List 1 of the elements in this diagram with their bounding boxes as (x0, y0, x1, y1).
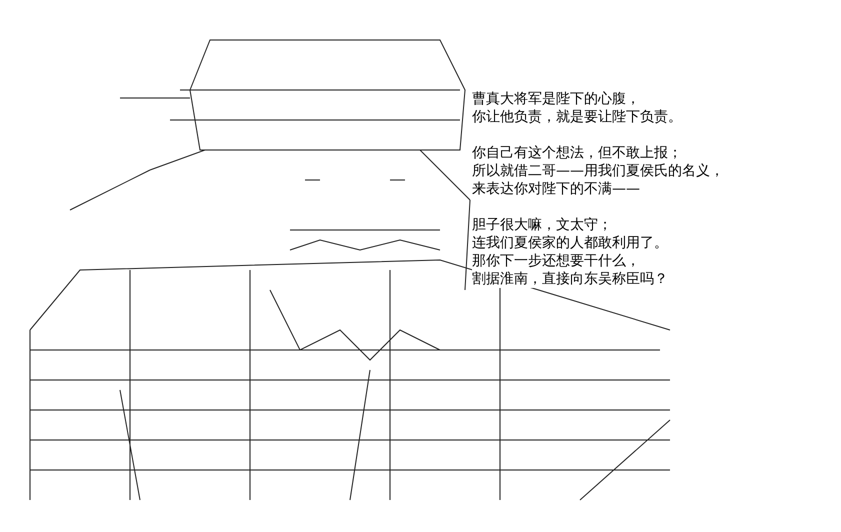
dialogue-text: 来表达你对陛下的不满—— (472, 180, 640, 198)
